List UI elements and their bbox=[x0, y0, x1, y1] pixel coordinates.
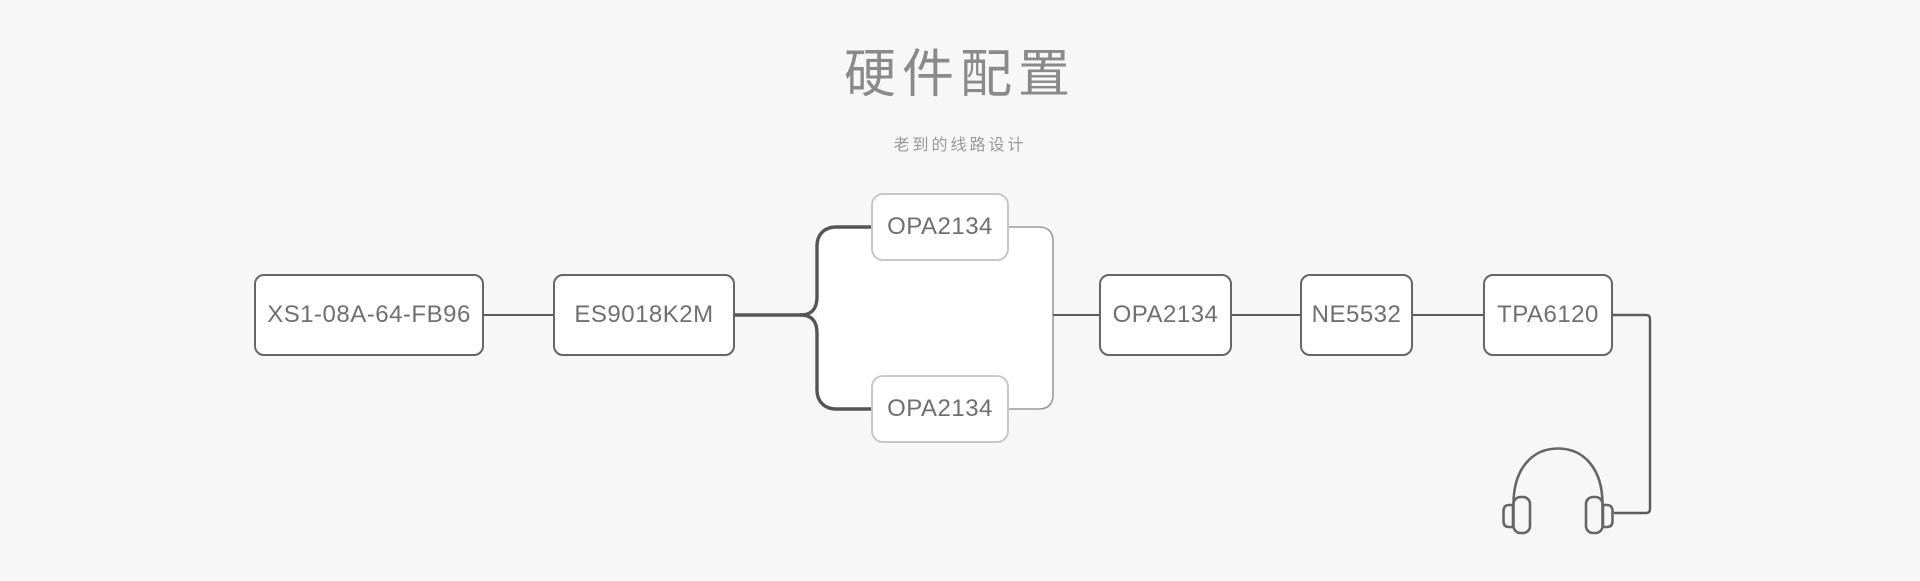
page-title: 硬件配置 bbox=[843, 46, 1076, 104]
node-opamp-output: OPA2134 bbox=[1099, 274, 1232, 356]
node-opamp-bottom: OPA2134 bbox=[871, 375, 1009, 443]
node-headphone-amp: TPA6120 bbox=[1483, 274, 1613, 356]
headphones-icon bbox=[1502, 447, 1614, 535]
wire-amp-headphones bbox=[1613, 313, 1652, 515]
split-wire bbox=[733, 225, 873, 411]
node-usb-interface: XS1-08A-64-FB96 bbox=[254, 274, 484, 356]
node-dac: ES9018K2M bbox=[553, 274, 735, 356]
node-opamp-top: OPA2134 bbox=[871, 193, 1009, 261]
node-preamp: NE5532 bbox=[1300, 274, 1413, 356]
page-subtitle: 老到的线路设计 bbox=[893, 137, 1027, 154]
parallel-section-panel bbox=[817, 227, 1053, 409]
merge-wire bbox=[1009, 226, 1054, 410]
